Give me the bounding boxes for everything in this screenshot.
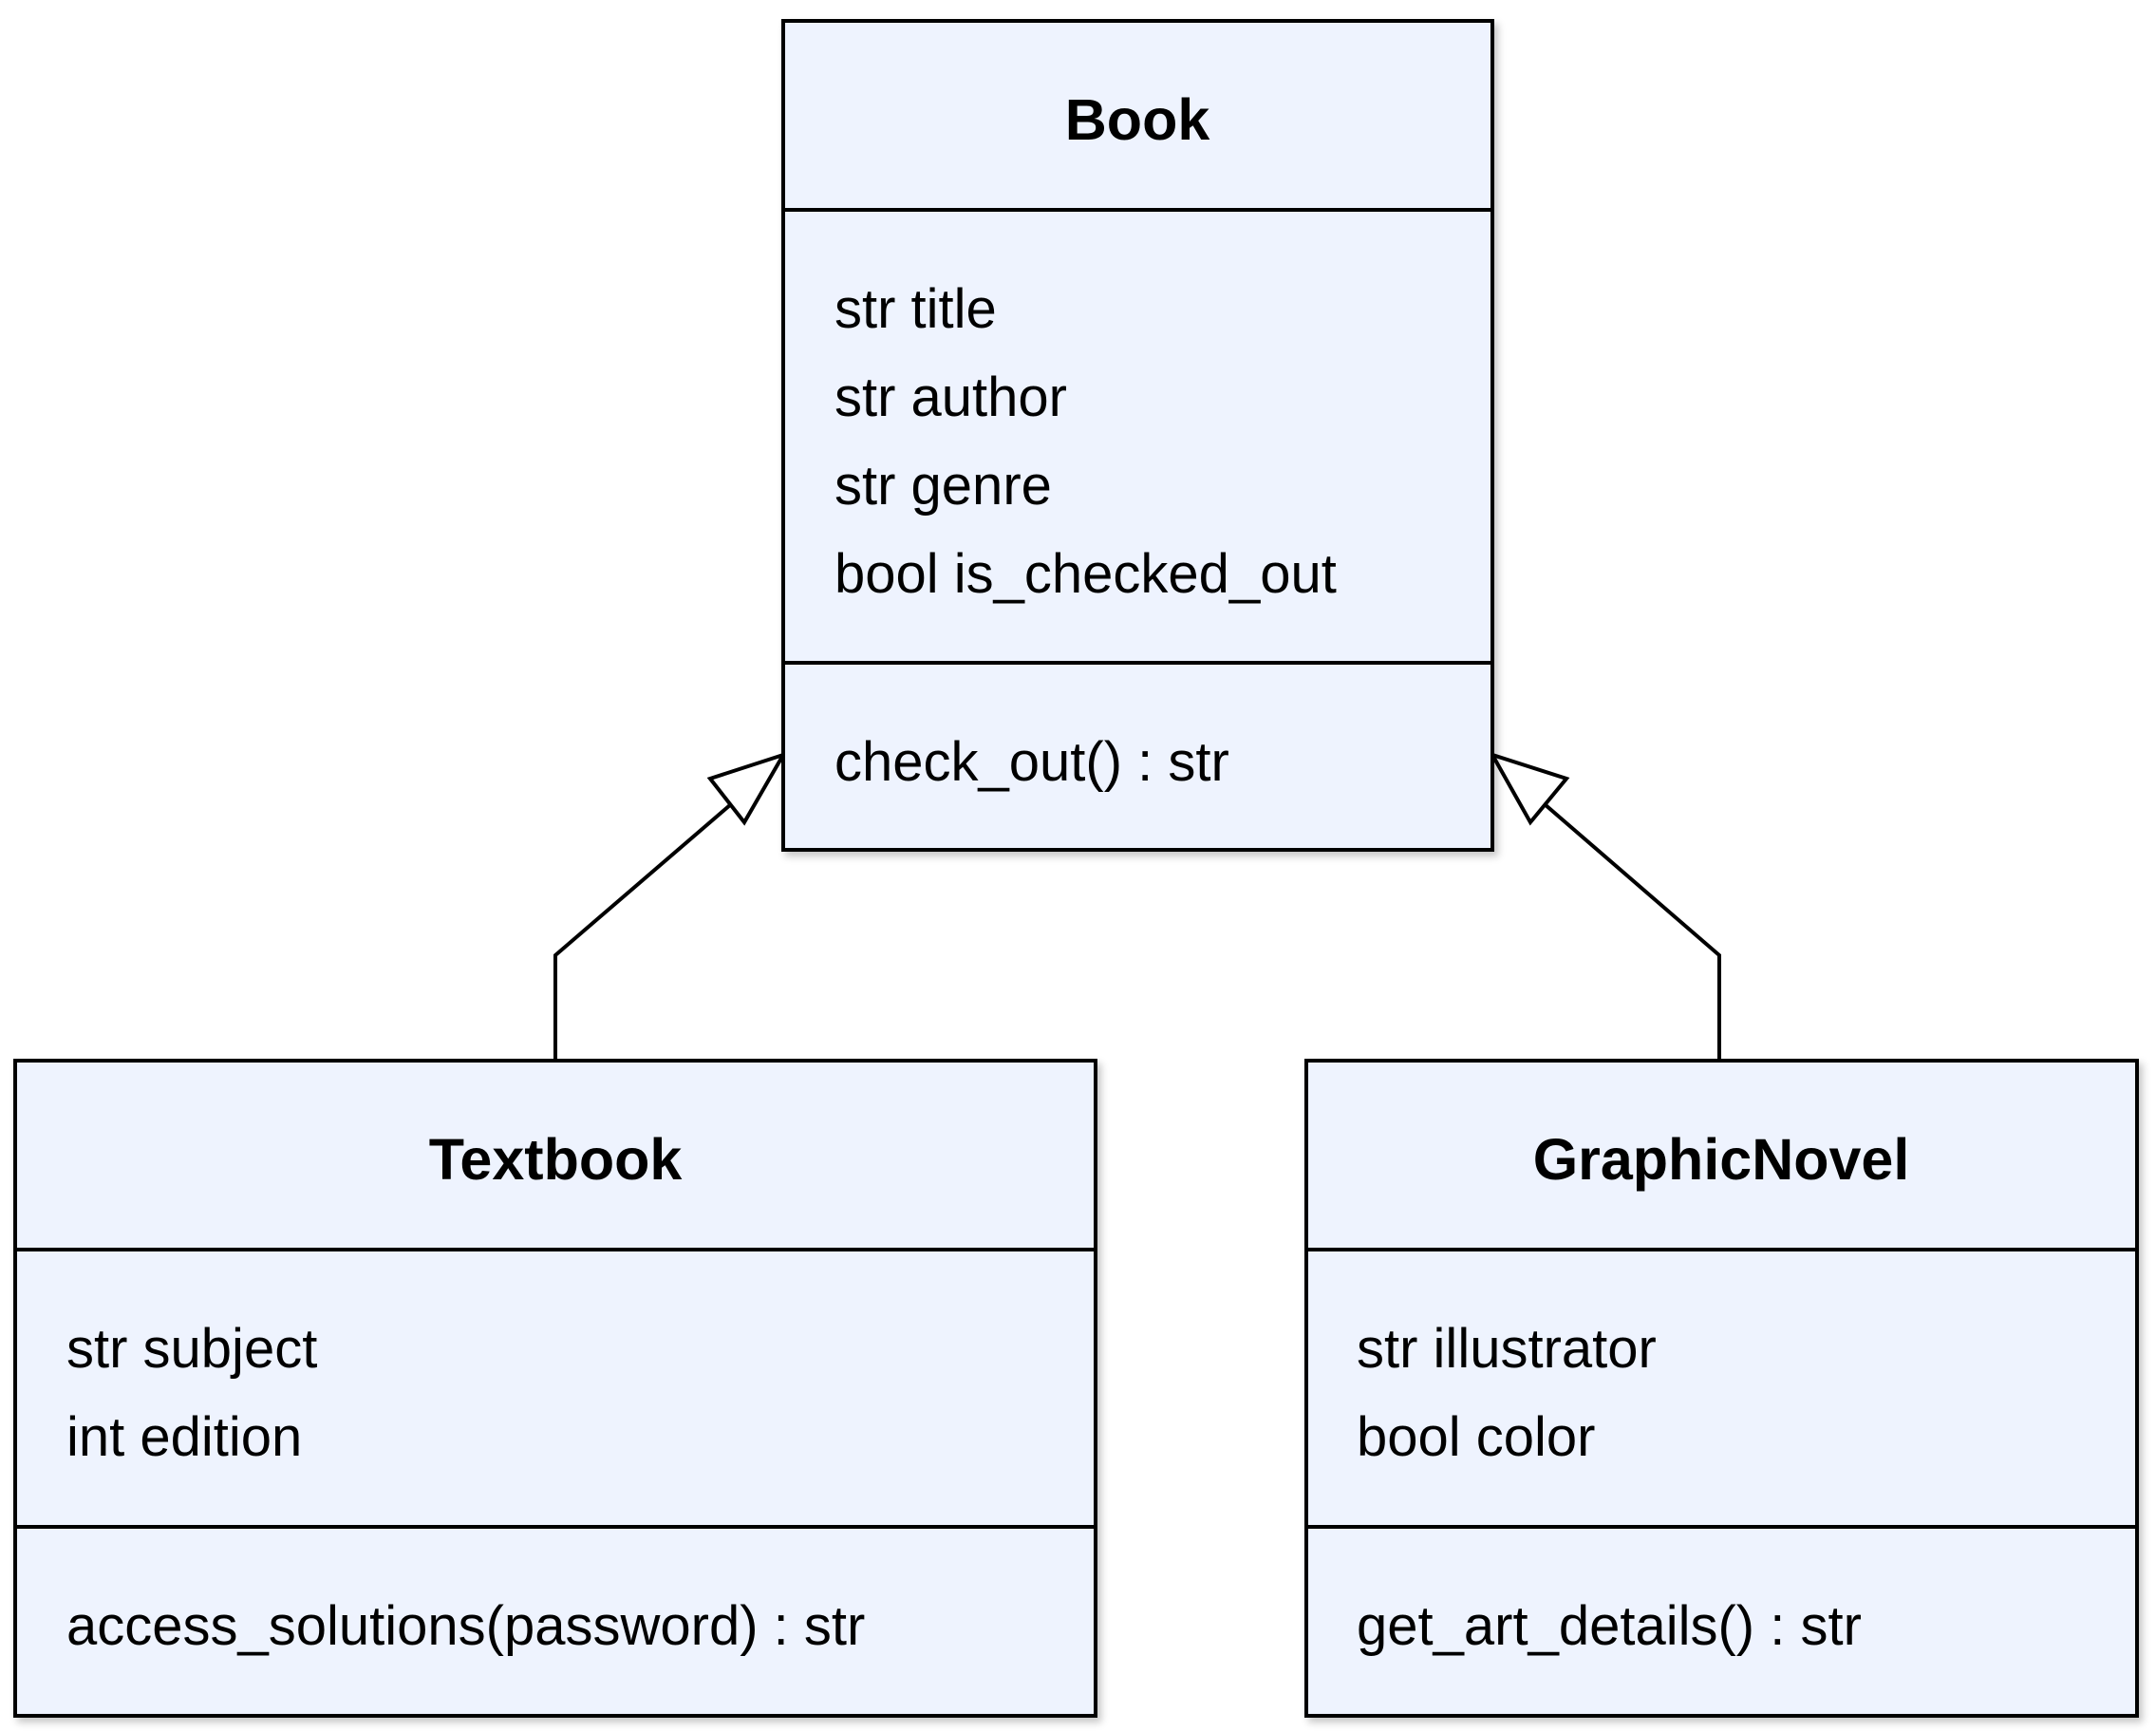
class-graphicnovel[interactable]: GraphicNovel str illustrator bool color … — [1304, 1059, 2139, 1718]
inheritance-graphicnovel-to-book — [1488, 751, 1721, 1061]
class-graphicnovel-box — [1304, 1059, 2139, 1718]
class-book-attribute: bool is_checked_out — [834, 543, 1337, 605]
class-textbook[interactable]: Textbook str subject int edition access_… — [13, 1059, 1097, 1718]
class-graphicnovel-attribute: bool color — [1357, 1406, 1595, 1468]
class-textbook-attribute: int edition — [66, 1406, 302, 1468]
inheritance-line — [553, 802, 733, 1061]
class-textbook-name: Textbook — [429, 1127, 683, 1192]
class-graphicnovel-attribute: str illustrator — [1357, 1318, 1657, 1380]
inheritance-arrowhead — [1488, 751, 1570, 826]
class-textbook-method: access_solutions(password) : str — [66, 1595, 865, 1657]
class-textbook-attribute: str subject — [66, 1318, 317, 1380]
class-book-attribute: str author — [834, 367, 1067, 428]
class-graphicnovel-method: get_art_details() : str — [1357, 1595, 1862, 1657]
class-book-method: check_out() : str — [834, 731, 1229, 793]
inheritance-arrowhead — [706, 751, 788, 826]
class-book[interactable]: Book str title str author str genre bool… — [781, 19, 1494, 852]
class-textbook-box — [13, 1059, 1097, 1718]
class-book-box — [781, 19, 1494, 852]
inheritance-line — [1543, 802, 1721, 1061]
class-book-attribute: str genre — [834, 455, 1052, 517]
class-book-attribute: str title — [834, 278, 997, 340]
inheritance-textbook-to-book — [553, 751, 788, 1061]
class-graphicnovel-name: GraphicNovel — [1533, 1127, 1910, 1192]
class-book-name: Book — [1065, 87, 1210, 152]
